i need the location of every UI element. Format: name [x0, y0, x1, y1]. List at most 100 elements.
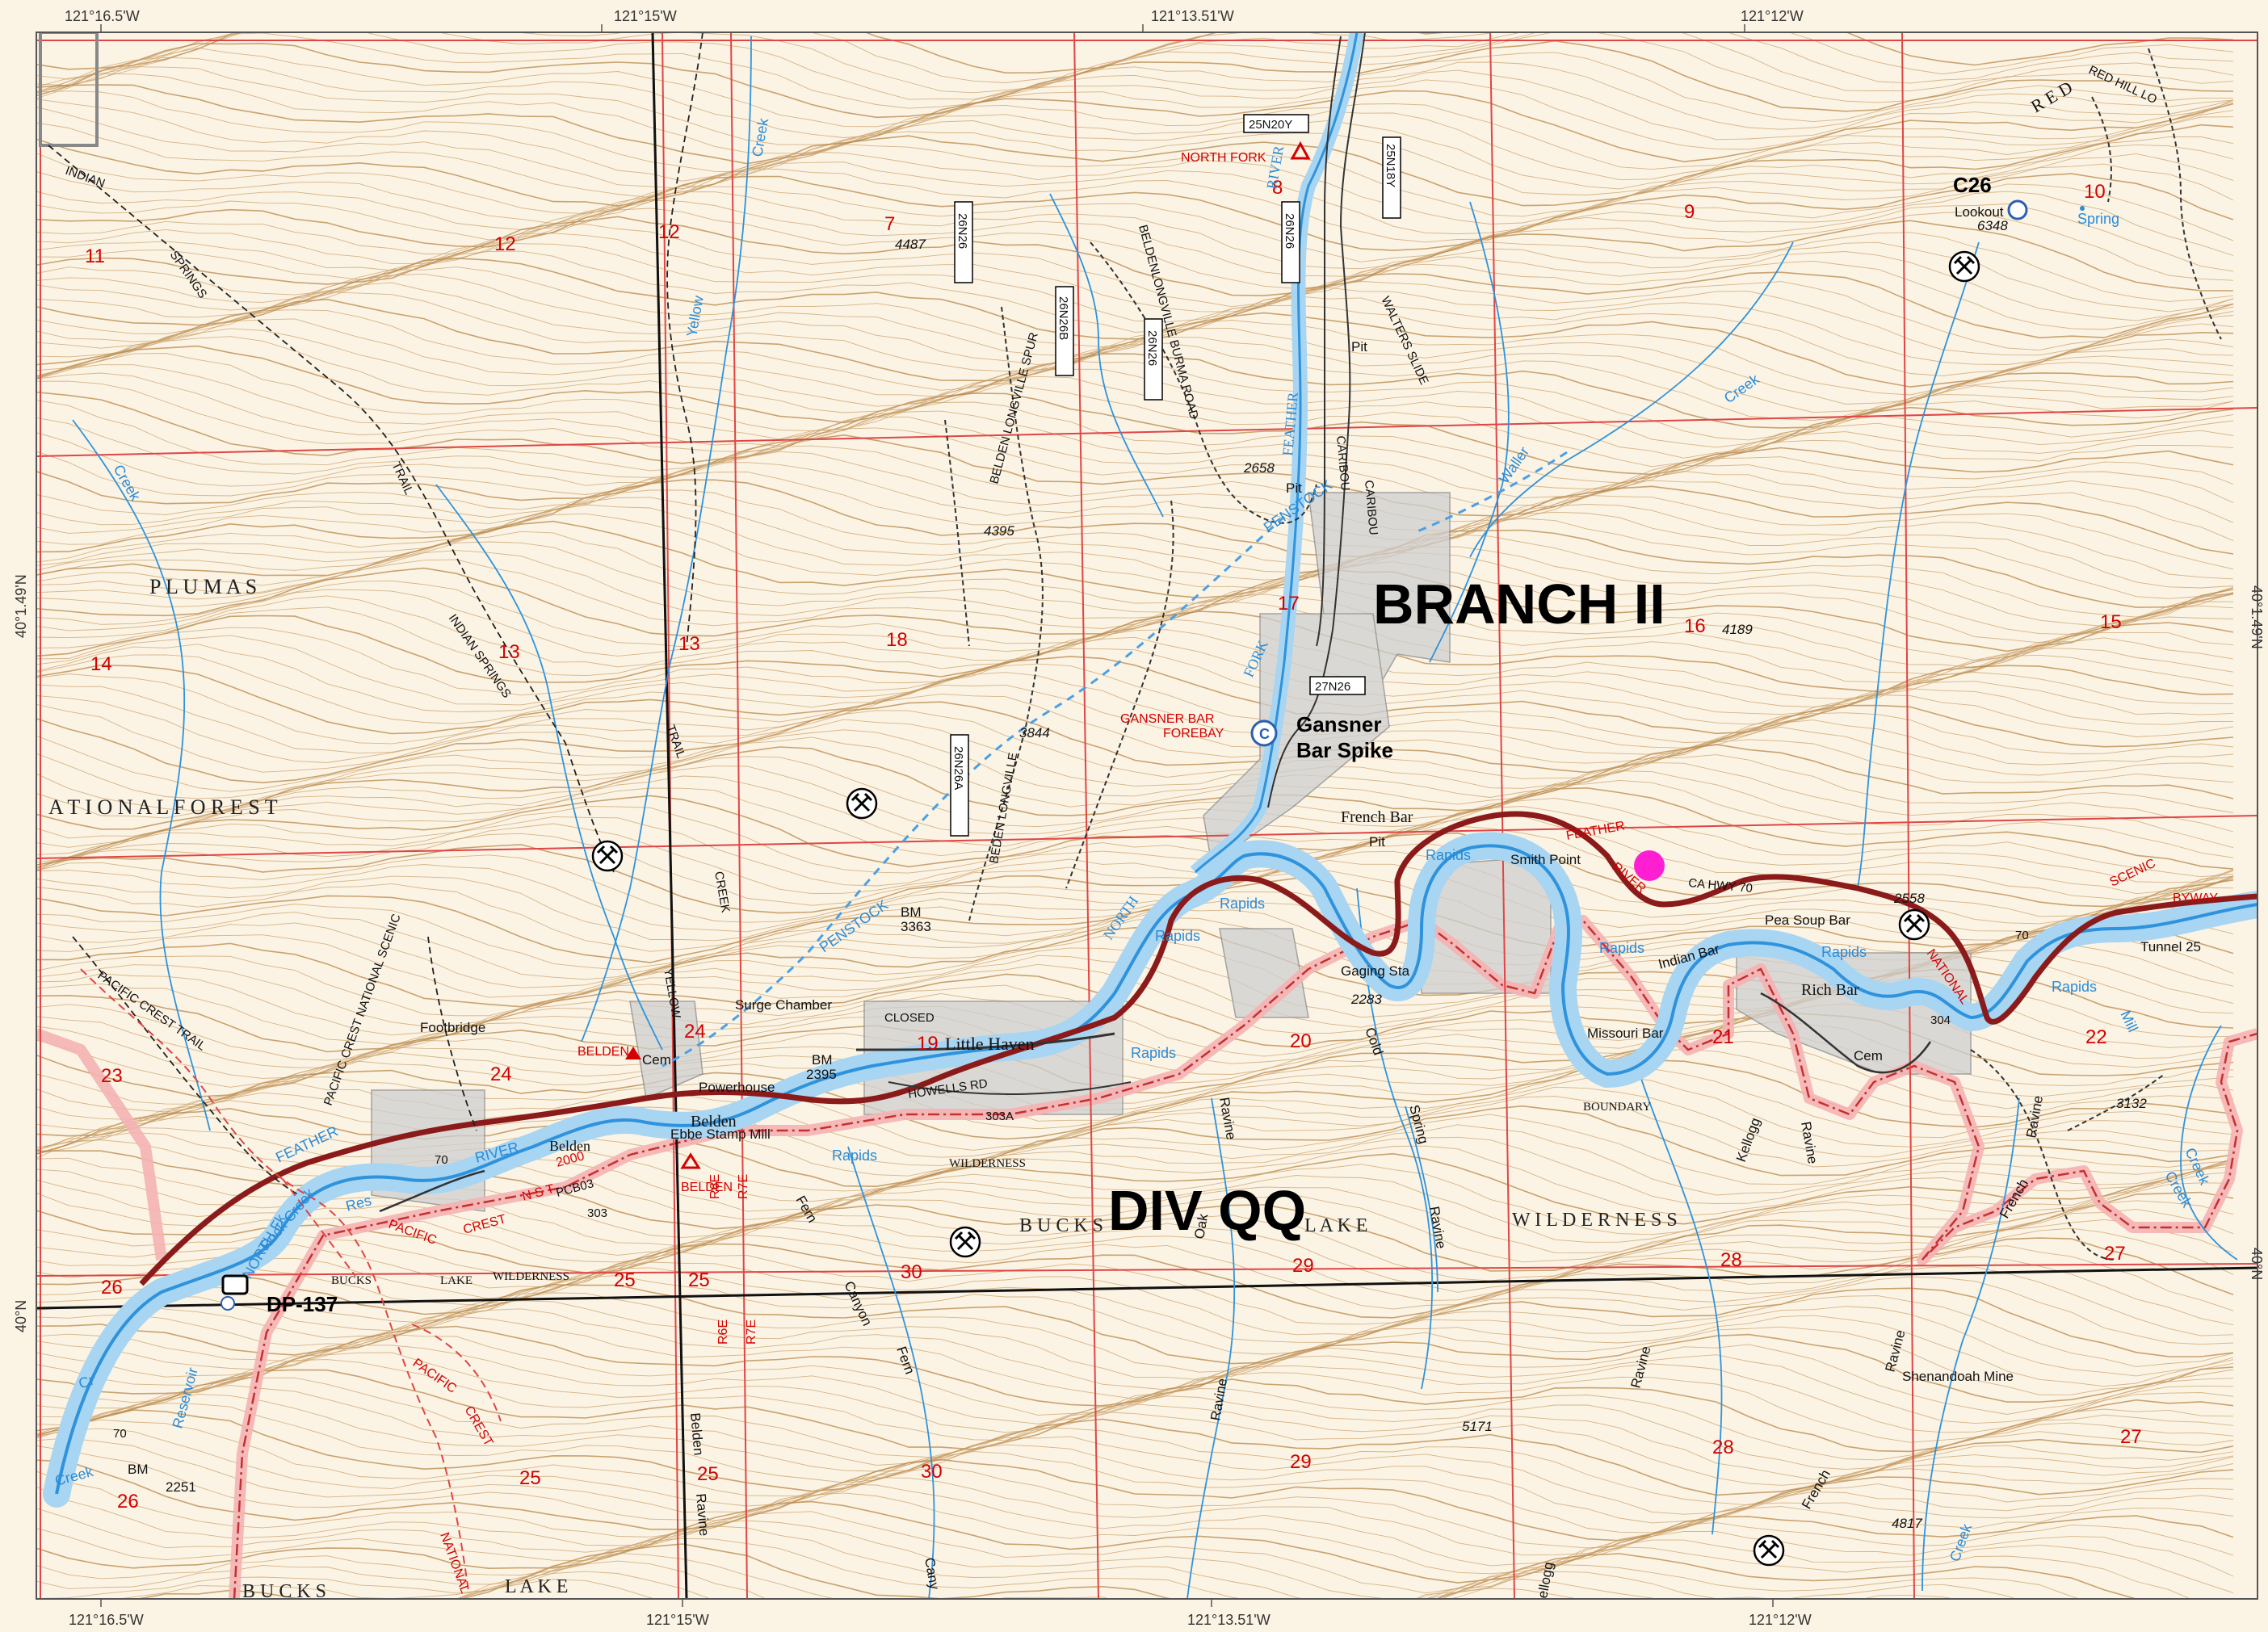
contour-line — [36, 451, 2234, 532]
contour-line — [36, 380, 2234, 468]
bm-value-2: 2395 — [806, 1067, 837, 1082]
road — [1065, 500, 1174, 889]
section-numbers: 11 12 12 7 8 9 10 14 13 13 18 17 16 15 2… — [85, 177, 2142, 1512]
contour-line — [36, 364, 2234, 448]
lake-bottom-label: L A K E — [505, 1576, 568, 1597]
contour-line — [36, 90, 2234, 172]
contour-line — [36, 208, 2234, 289]
contour-line — [36, 710, 2234, 792]
stream — [2180, 1025, 2238, 1261]
road-shield-26n26a: 26N26A — [950, 734, 969, 837]
spot-elevation: 4395 — [984, 523, 1014, 539]
wilderness-small-label: WILDERNESS — [949, 1157, 1026, 1170]
contour-line — [36, 1275, 2234, 1355]
section-number: 17 — [1278, 593, 1300, 615]
section-number: 30 — [921, 1461, 943, 1483]
lookout-icon — [2007, 199, 2028, 220]
missouri-bar-label: Missouri Bar — [1587, 1026, 1664, 1041]
contour-line — [36, 489, 2234, 570]
spot-elevations: 4487 4395 3844 2658 4189 2283 2558 3132 … — [895, 237, 2147, 1531]
road-shield-27n26: 27N26 — [1309, 676, 1366, 695]
road-shield-25n20y: 25N20Y — [1243, 114, 1309, 133]
stream — [1405, 1105, 1438, 1293]
coord-top-1: 121°16.5'W — [65, 8, 140, 24]
contour-line — [36, 726, 2234, 812]
contour-line — [36, 1315, 2234, 1399]
surge-chamber-label: Surge Chamber — [735, 997, 832, 1013]
contour-line — [36, 1165, 2234, 1247]
contour-line — [36, 850, 2234, 933]
coord-right-1: 40°1.49'N — [2249, 585, 2265, 649]
road — [2067, 1073, 2165, 1131]
route-70-label: 70 — [435, 1153, 448, 1167]
mine-icon — [949, 1226, 981, 1258]
bm-value-3: 2251 — [166, 1479, 196, 1495]
svg-text:26N26B: 26N26B — [1056, 296, 1070, 340]
spot-elevation: 4487 — [895, 237, 926, 252]
contour-line — [36, 1237, 2234, 1319]
shenandoah-mine-label: Shenandoah Mine — [1902, 1369, 2014, 1384]
section-number: 19 — [917, 1033, 939, 1055]
section-number: 8 — [1272, 177, 1283, 199]
section-number: 16 — [1684, 615, 1706, 637]
powerhouse-label: Powerhouse — [699, 1080, 775, 1095]
stream — [1922, 1097, 2020, 1592]
section-number: 29 — [1292, 1255, 1314, 1277]
route-303-label: 303 — [587, 1206, 607, 1220]
contour-line — [36, 32, 2234, 83]
spring-icon — [2080, 206, 2085, 211]
road — [2148, 48, 2222, 340]
stream — [1429, 201, 1510, 663]
bm-value: 3363 — [901, 919, 931, 934]
contour-line — [36, 400, 2234, 484]
rapids-label-3: Rapids — [1155, 928, 1200, 944]
section-number: 12 — [658, 221, 680, 243]
contour-line — [36, 1068, 2234, 1151]
boundary-label: BOUNDARY — [1583, 1101, 1651, 1114]
gaging-sta-label: Gaging Sta — [1341, 963, 1410, 979]
contour-line — [36, 887, 2234, 971]
division-label: DIV QQ — [1108, 1179, 1306, 1242]
belden-campground: BELDEN — [578, 1045, 641, 1059]
section-number: 18 — [886, 629, 908, 651]
contour-line — [36, 610, 2234, 693]
stream — [1639, 1073, 1723, 1535]
spot-elevation: 4817 — [1892, 1516, 1922, 1531]
contour-line — [36, 1352, 2234, 1433]
road — [855, 1032, 1115, 1051]
section-line — [730, 32, 748, 1599]
rapids-label-5: Rapids — [1599, 940, 1644, 956]
wilderness-label: W I L D E R N E S S — [1512, 1210, 1678, 1231]
contour-line — [36, 57, 2234, 138]
contour-line — [36, 513, 2234, 599]
svg-text:BELDEN: BELDEN — [578, 1045, 629, 1059]
contour-line — [36, 282, 2234, 366]
section-number: 11 — [85, 245, 105, 267]
ebbe-stamp-mill-label: Ebbe Stamp Mill — [670, 1126, 771, 1142]
coord-right-2: 40°N — [2249, 1248, 2265, 1280]
coord-bottom-2: 121°15'W — [646, 1612, 709, 1628]
trail — [666, 32, 704, 647]
spring-label: Spring — [2077, 211, 2119, 227]
contour-line — [36, 860, 2234, 942]
section-number: 28 — [1712, 1437, 1734, 1458]
contour-line — [36, 684, 2234, 763]
bm-label-3: BM — [128, 1462, 149, 1477]
contour-line — [36, 153, 2234, 234]
rich-bar-label: Rich Bar — [1801, 981, 1859, 999]
lake-label: L A K E — [1304, 1215, 1367, 1236]
r6e-label: R6E — [708, 1174, 722, 1199]
contour-line — [36, 84, 2234, 165]
section-number: 25 — [519, 1467, 541, 1489]
rapids-label-6: Rapids — [1821, 944, 1867, 960]
rapids-label: Rapids — [1426, 847, 1471, 863]
contour-line — [36, 1369, 2234, 1453]
contour-line — [36, 328, 2234, 413]
road — [2091, 96, 2112, 203]
contour-line — [36, 183, 2234, 262]
map-area — [36, 32, 2258, 1599]
contour-line — [36, 1059, 2234, 1140]
section-number: 25 — [688, 1269, 710, 1291]
road-shield-25n18y: 25N18Y — [1382, 136, 1401, 219]
